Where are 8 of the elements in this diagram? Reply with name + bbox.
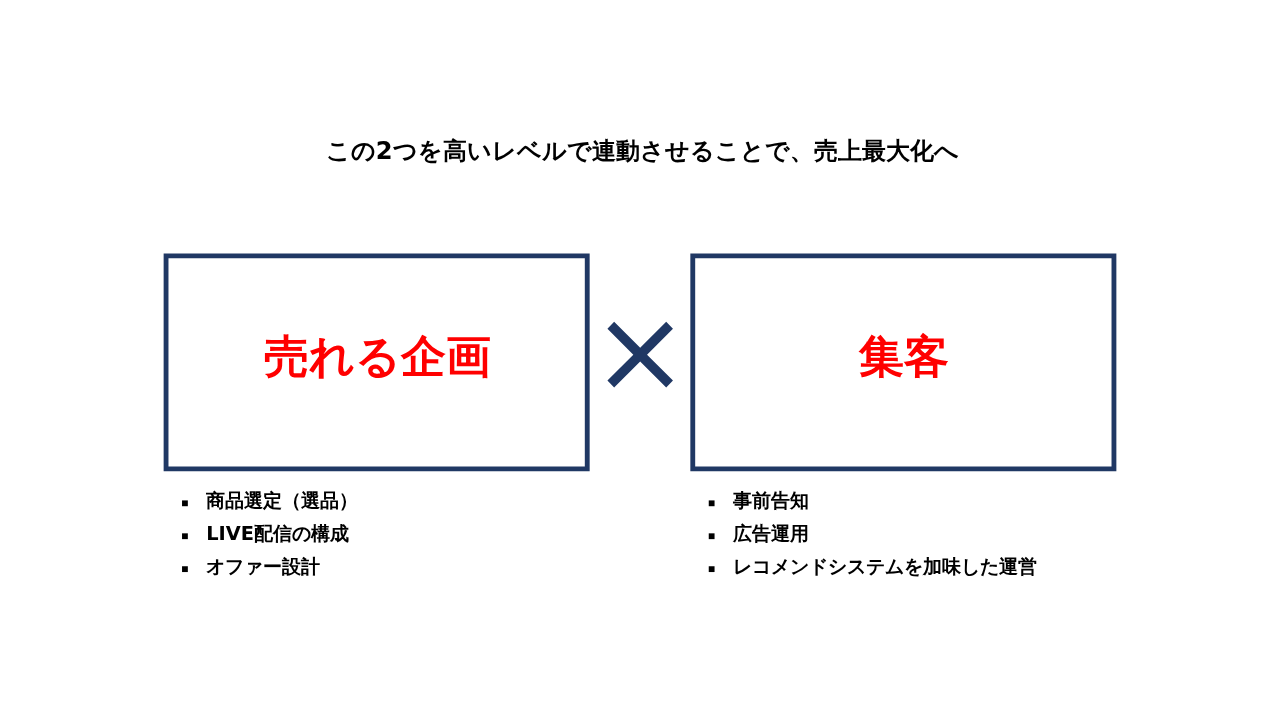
- node-label: 事前告知: [732, 488, 809, 512]
- node-label: LIVE配信の構成: [206, 521, 349, 545]
- node-text: ×: [591, 282, 689, 418]
- diagram-title: この2つを高いレベルで連動させることで、売上最大化へ: [325, 136, 959, 165]
- node-label: 商品選定（選品）: [206, 488, 359, 512]
- node-label: レコメンドシステムを加味した運営: [732, 554, 1037, 578]
- node-label: オファー設計: [206, 554, 321, 578]
- node-label: 広告運用: [732, 521, 809, 545]
